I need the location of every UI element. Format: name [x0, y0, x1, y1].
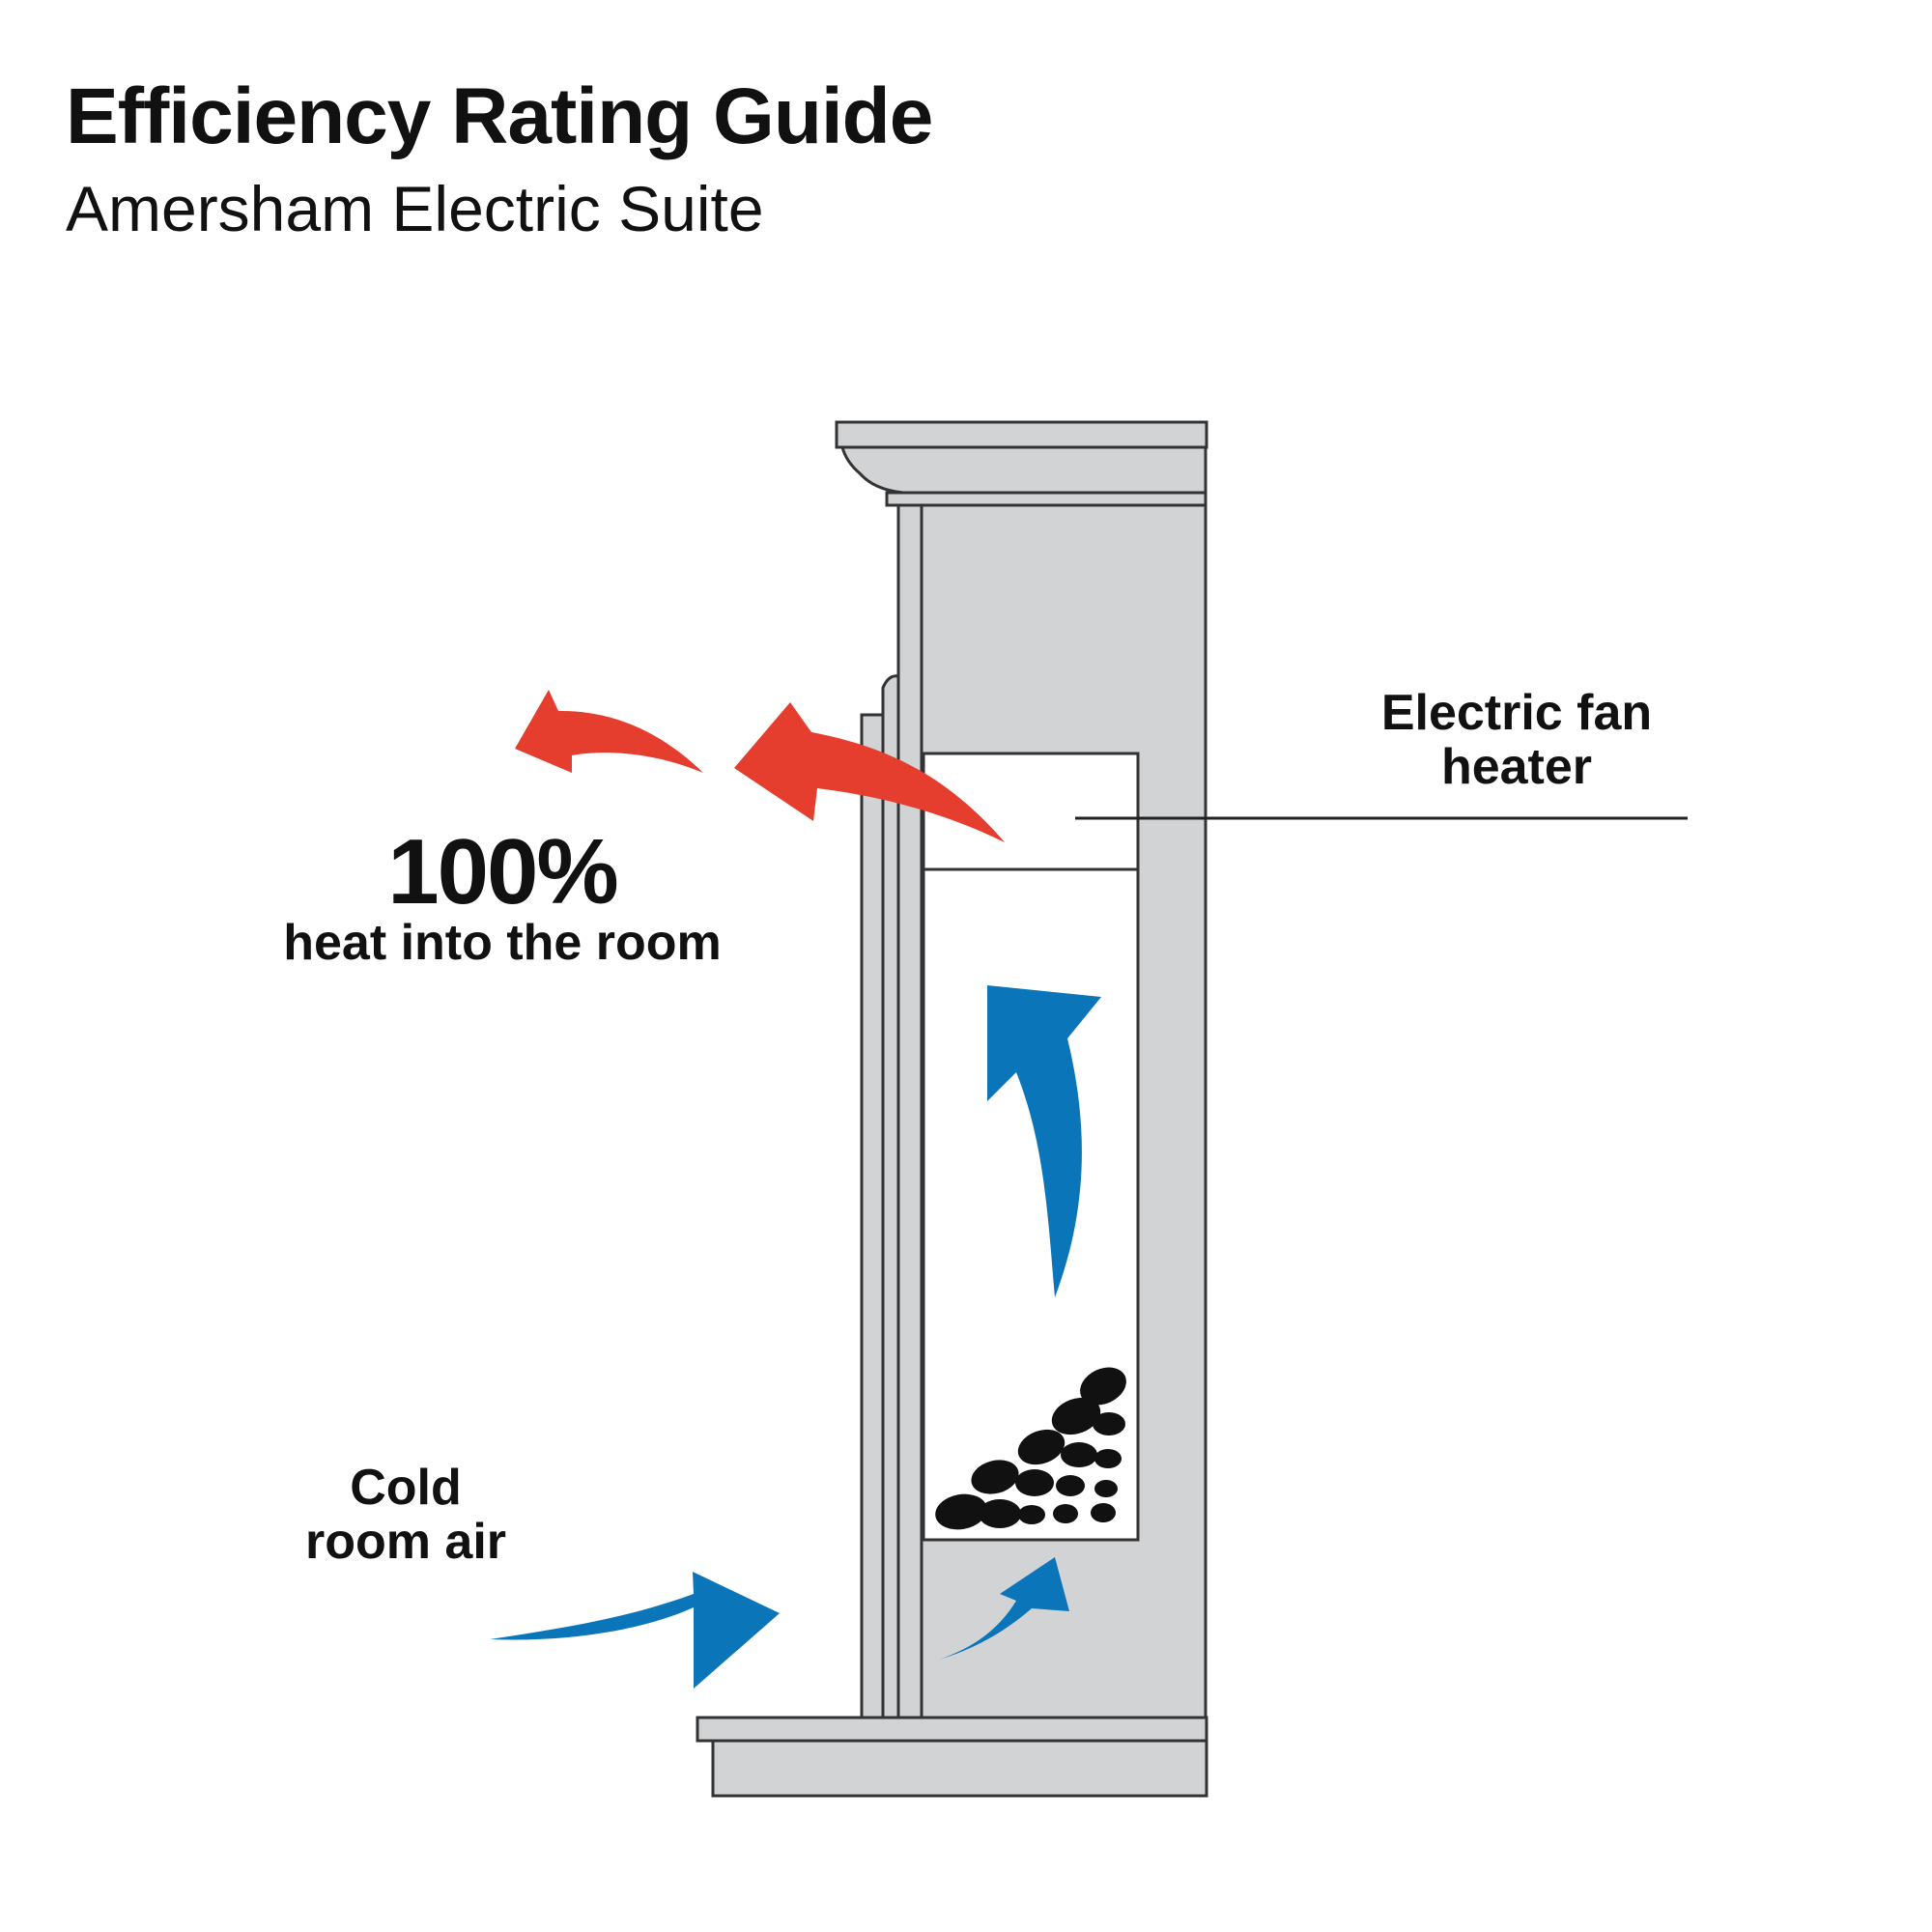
- coal-piece: [971, 1460, 1019, 1494]
- efficiency-caption: heat into the room: [283, 915, 722, 971]
- coal-piece: [1080, 1367, 1126, 1406]
- cold-air-label-line1: Cold: [350, 1460, 462, 1516]
- hearth-base: [711, 1739, 1208, 1798]
- coal-piece: [1015, 1469, 1054, 1496]
- mantel-trim: [885, 491, 1208, 507]
- coal-piece: [1061, 1442, 1097, 1467]
- page-title: Efficiency Rating Guide: [66, 72, 933, 160]
- coal-piece: [1091, 1503, 1116, 1522]
- warm-air-arrow: [515, 690, 703, 773]
- warm-air-arrow: [734, 702, 1005, 842]
- coal-piece: [1094, 1480, 1118, 1497]
- cool-air-arrow: [939, 1557, 1069, 1660]
- page-subtitle: Amersham Electric Suite: [66, 173, 764, 244]
- coal-bed: [935, 1367, 1126, 1530]
- efficiency-value: 100%: [387, 820, 619, 923]
- cold-air-label-line2: room air: [304, 1514, 507, 1570]
- mantel-cornice: [840, 445, 1208, 495]
- heater-label-line1: Electric fan: [1380, 685, 1653, 741]
- surround-leg-outer: [860, 713, 885, 1719]
- cool-air-arrow: [987, 985, 1101, 1297]
- heater-label-line2: heater: [1440, 739, 1593, 795]
- surround-leg-mid: [881, 674, 900, 1719]
- mantel-shelf: [835, 420, 1208, 449]
- surround-leg-inner: [896, 503, 923, 1719]
- coal-piece: [1093, 1412, 1125, 1435]
- cold-air-label: Cold room air: [261, 1461, 551, 1569]
- coal-piece: [1056, 1475, 1085, 1496]
- coal-piece: [1053, 1504, 1078, 1523]
- coal-piece: [979, 1499, 1021, 1528]
- coal-piece: [1051, 1397, 1101, 1435]
- heater-label: Electric fan heater: [1333, 686, 1700, 794]
- hearth-top: [696, 1716, 1208, 1743]
- coal-piece: [935, 1493, 987, 1530]
- coal-piece: [1018, 1505, 1045, 1524]
- coal-piece: [1017, 1429, 1065, 1465]
- coal-piece: [1094, 1449, 1122, 1468]
- cold-air-arrow: [490, 1572, 780, 1689]
